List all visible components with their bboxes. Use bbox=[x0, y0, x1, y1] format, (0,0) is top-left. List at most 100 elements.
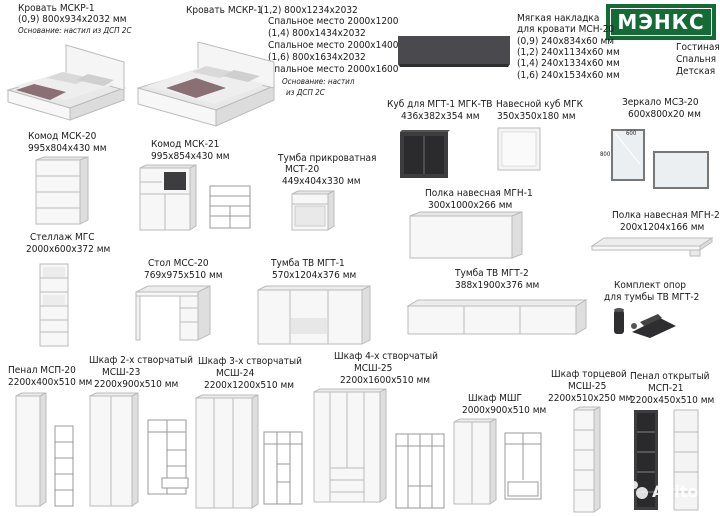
dresser-msk20-title: Комод МСК-20 bbox=[28, 131, 97, 142]
headboard-title-0: Мягкая накладка bbox=[517, 13, 600, 24]
wardrobe-msh24-drawing bbox=[260, 428, 306, 508]
brand-logo-text: МЭНКС bbox=[610, 8, 712, 36]
cube-mgk-image bbox=[496, 126, 542, 172]
pencil-msp21-light-image bbox=[672, 408, 702, 512]
shelf-mgn1-dims: 300х1000х266 мм bbox=[428, 200, 513, 211]
wardrobe-msh23-title-1: МСШ-23 bbox=[102, 367, 141, 378]
brand-logo: МЭНКС bbox=[606, 4, 716, 40]
pencil-msp21-title-1: МСП-21 bbox=[648, 383, 684, 394]
end-msh25-title-1: МСШ-25 bbox=[568, 381, 607, 392]
headboard-image bbox=[396, 34, 512, 68]
bed-large-dims-4: (1,6) 800х1634х2032 bbox=[268, 52, 366, 63]
end-msh25-image bbox=[572, 406, 602, 514]
headboard-title-1: для кровати МСН-20 bbox=[517, 24, 615, 35]
wardrobe-msh-image bbox=[452, 418, 498, 506]
pencil-msp20-title: Пенал МСП-20 bbox=[8, 365, 76, 376]
tv-mgt1-image bbox=[256, 284, 372, 348]
wardrobe-msh-title: Шкаф МШГ bbox=[468, 393, 522, 404]
pencil-msp20-drawing bbox=[52, 424, 78, 508]
bed-large-dims-1: Спальное место 2000х1200 bbox=[268, 16, 399, 27]
wardrobe-msh25-image bbox=[312, 388, 388, 506]
shelf-mgn1-title: Полка навесная МГН-1 bbox=[425, 188, 533, 199]
shelf-mgn2-title: Полка навесная МГН-2 bbox=[612, 210, 720, 221]
rack-mgs-dims: 2000х600х372 мм bbox=[26, 244, 111, 255]
headboard-dims-1: (1,2) 240х1134х60 мм bbox=[517, 47, 620, 58]
supports-title-1: для тумбы ТВ МГТ-2 bbox=[604, 292, 700, 303]
desk-dims: 769х975х510 мм bbox=[144, 270, 223, 281]
pencil-msp20-dims: 2200х400х510 мм bbox=[8, 377, 93, 388]
avito-watermark-text: Avito bbox=[652, 482, 698, 501]
wardrobe-msh25-title-1: МСШ-25 bbox=[354, 363, 393, 374]
mirror-mini-height: 800 bbox=[600, 151, 611, 158]
shelf-mgn1-image bbox=[408, 210, 524, 260]
dresser-msk21-drawing bbox=[206, 184, 258, 232]
dresser-msk21-title: Комод МСК-21 bbox=[151, 139, 220, 150]
wardrobe-msh24-image bbox=[194, 394, 260, 512]
wardrobe-msh25-title-0: Шкаф 4-х створчатый bbox=[334, 351, 438, 362]
bed-small-note: Основание: настил из ДСП 2С bbox=[18, 26, 132, 35]
cube-mgt1-title: Куб для МГТ-1 МГК-ТВ bbox=[387, 99, 493, 110]
dresser-msk20-dims: 995х804х430 мм bbox=[28, 143, 107, 154]
desk-title: Стол МСС-20 bbox=[148, 258, 209, 269]
wardrobe-msh25-drawing bbox=[392, 430, 448, 512]
tv-mgt2-title: Тумба ТВ МГТ-2 bbox=[455, 268, 529, 279]
rack-mgs-image bbox=[38, 262, 72, 348]
wardrobe-msh-dims: 2000х900х510 мм bbox=[462, 405, 547, 416]
avito-watermark: Avito bbox=[618, 475, 714, 505]
cube-mgt1-dims: 436х382х354 мм bbox=[401, 111, 480, 122]
dresser-msk21-image bbox=[138, 164, 198, 232]
bed-large-dims-2: (1,4) 800х1434х2032 bbox=[268, 28, 366, 39]
desk-image bbox=[134, 284, 212, 344]
cube-mgt1-image bbox=[398, 128, 452, 180]
tv-mgt1-title: Тумба ТВ МГТ-1 bbox=[271, 258, 345, 269]
supports-title-0: Комплект опор bbox=[614, 280, 686, 291]
supports-image bbox=[610, 304, 680, 340]
tv-mgt2-dims: 388х1900х376 мм bbox=[455, 280, 540, 291]
wardrobe-msh23-dims: 2200х900х510 мм bbox=[94, 379, 179, 390]
category-bedroom: Спальня bbox=[676, 54, 717, 65]
wardrobe-msh25-dims: 2200х1600х510 мм bbox=[340, 375, 431, 386]
wardrobe-msh24-title-1: МСШ-24 bbox=[216, 368, 255, 379]
nightstand-title-1: МСТ-20 bbox=[285, 164, 320, 175]
headboard-dims-2: (1,4) 240х1334х60 мм bbox=[517, 58, 620, 69]
pencil-msp21-dark-image bbox=[632, 408, 662, 512]
bed-large-title: Кровать МСКР-1 bbox=[186, 5, 263, 16]
mirror-title: Зеркало МСЗ-20 bbox=[622, 97, 699, 108]
shelf-mgn2-dims: 200х1204х166 мм bbox=[620, 222, 705, 233]
rack-mgs-title: Стеллаж МГС bbox=[30, 232, 95, 243]
dresser-msk20-image bbox=[34, 156, 90, 226]
cube-mgk-dims: 350х350х180 мм bbox=[497, 111, 576, 122]
bed-small-title: Кровать МСКР-1 bbox=[18, 3, 95, 14]
shelf-mgn2-image bbox=[590, 234, 714, 258]
dresser-msk21-dims: 995х854х430 мм bbox=[151, 151, 230, 162]
mirror-dims: 600х800х20 мм bbox=[628, 109, 701, 120]
headboard-dims-3: (1,6) 240х1534х60 мм bbox=[517, 70, 620, 81]
category-living: Гостиная bbox=[676, 42, 720, 53]
bed-small-image bbox=[6, 40, 126, 122]
nightstand-title-0: Тумба прикроватная bbox=[278, 153, 377, 164]
wardrobe-msh23-drawing bbox=[144, 416, 190, 498]
tv-mgt1-dims: 570х1204х376 мм bbox=[272, 270, 357, 281]
cube-mgk-title: Навесной куб МГК bbox=[496, 99, 583, 110]
bed-large-note-1: из ДСП 2С bbox=[286, 88, 325, 97]
headboard-dims-0: (0,9) 240х834х60 мм bbox=[517, 36, 615, 47]
wardrobe-msh24-title-0: Шкаф 3-х створчатый bbox=[198, 356, 302, 367]
pencil-msp20-image bbox=[14, 392, 48, 508]
bed-large-image bbox=[136, 38, 276, 128]
mirror-image bbox=[600, 124, 718, 194]
category-kids: Детская bbox=[676, 66, 716, 77]
wardrobe-msh-drawing bbox=[502, 430, 546, 502]
bed-small-dims: (0,9) 800х934х2032 мм bbox=[18, 14, 127, 25]
wardrobe-msh24-dims: 2200х1200х510 мм bbox=[204, 380, 295, 391]
bed-large-dims-0: (1,2) 800х1234х2032 bbox=[260, 5, 358, 16]
end-msh25-title-0: Шкаф торцевой bbox=[551, 369, 627, 380]
wardrobe-msh23-image bbox=[88, 392, 140, 510]
nightstand-image bbox=[290, 190, 336, 232]
end-msh25-dims: 2200х510х250 мм bbox=[548, 393, 633, 404]
bed-large-dims-5: Спальное место 2000х1600 bbox=[268, 64, 399, 75]
pencil-msp21-title-0: Пенал открытый bbox=[630, 371, 710, 382]
wardrobe-msh23-title-0: Шкаф 2-х створчатый bbox=[89, 355, 193, 366]
pencil-msp21-dims: 2200х450х510 мм bbox=[630, 395, 715, 406]
bed-large-dims-3: Спальное место 2000х1400 bbox=[268, 40, 399, 51]
tv-mgt2-image bbox=[406, 298, 588, 338]
